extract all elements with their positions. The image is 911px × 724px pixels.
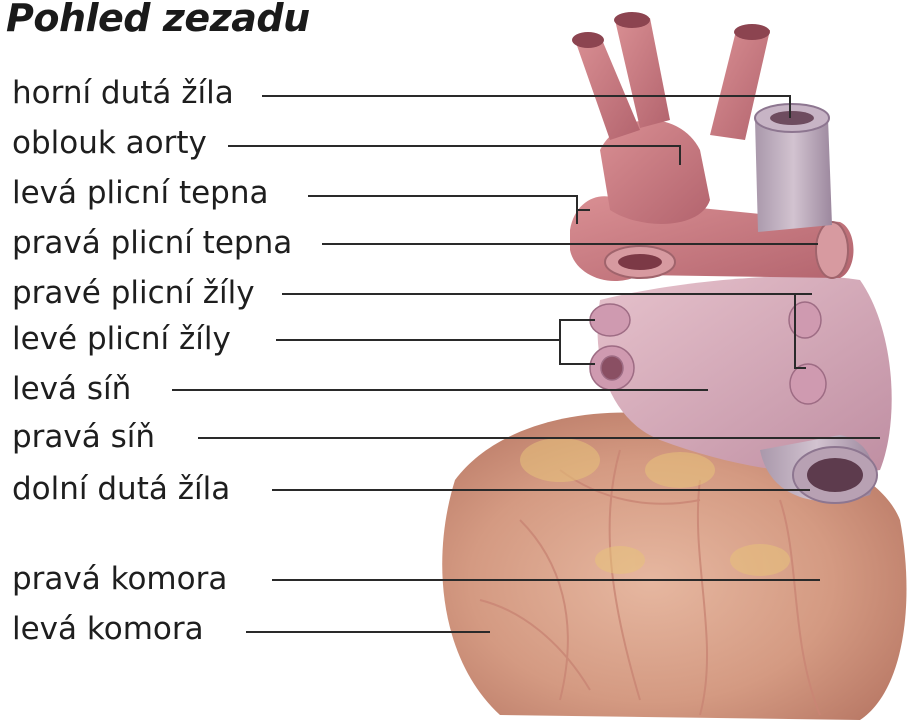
label-prava-komora: pravá komora <box>12 564 227 595</box>
bracket-leve-plicni-zily <box>560 320 595 364</box>
label-prave-plicni-zily: pravé plicní žíly <box>12 278 255 309</box>
superior-vena-cava <box>755 104 832 232</box>
leader-line-horni-duta-zila <box>262 96 790 118</box>
label-horni-duta-zila: horní dutá žíla <box>12 78 234 109</box>
label-dolni-duta-zila: dolní dutá žíla <box>12 474 230 505</box>
leader-line-leva-plicni-tepna <box>308 196 577 224</box>
label-leva-plicni-tepna: levá plicní tepna <box>12 178 269 209</box>
label-prava-plicni-tepna: pravá plicní tepna <box>12 228 292 259</box>
label-prava-sin: pravá síň <box>12 422 155 453</box>
aortic-arch <box>572 12 770 224</box>
diagram-title: Pohled zezadu <box>6 0 310 40</box>
label-leve-plicni-zily: levé plicní žíly <box>12 324 231 355</box>
label-leva-sin: levá síň <box>12 374 131 405</box>
label-leva-komora: levá komora <box>12 614 204 645</box>
label-oblouk-aorty: oblouk aorty <box>12 128 207 159</box>
